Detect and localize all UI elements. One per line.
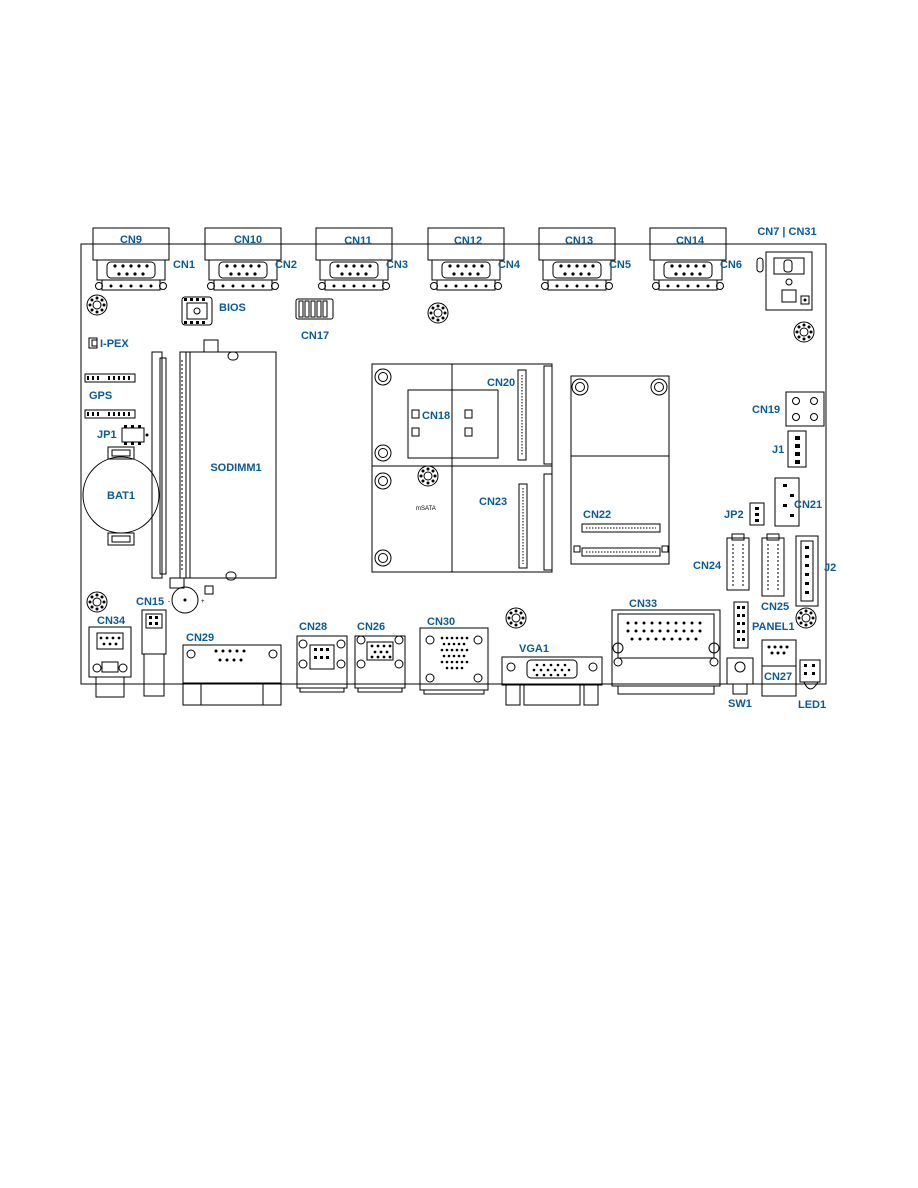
label-vga1: VGA1 [519, 643, 549, 655]
jumper-jp1: JP1 [97, 425, 149, 445]
label-msata: mSATA [416, 506, 436, 512]
gps-module: GPS [84, 373, 136, 419]
svg-text:-: - [168, 599, 170, 605]
connector-cn10-cn2: CN10 CN2 [204, 227, 297, 291]
label-cn9: CN9 [120, 234, 142, 246]
label-cn25: CN25 [761, 601, 789, 613]
label-cn30: CN30 [427, 616, 455, 628]
label-cn13: CN13 [565, 235, 593, 247]
label-cn14: CN14 [676, 235, 705, 247]
label-cn20: CN20 [487, 377, 515, 389]
label-cn19: CN19 [752, 404, 780, 416]
label-cn6: CN6 [720, 259, 742, 271]
slot-cn22: CN22 [570, 375, 670, 565]
label-bios: BIOS [219, 302, 246, 314]
mounting-hole [795, 607, 817, 629]
mounting-hole [86, 591, 108, 613]
label-cn23: CN23 [479, 496, 507, 508]
label-j2: J2 [824, 562, 836, 574]
label-sw1: SW1 [728, 698, 752, 710]
label-j1: J1 [772, 444, 784, 456]
label-jp1: JP1 [97, 429, 117, 441]
label-cn33: CN33 [629, 598, 657, 610]
connector-cn14-cn6: CN14 CN6 [649, 227, 742, 291]
label-cn11: CN11 [344, 235, 372, 247]
buzzer: - + [168, 585, 214, 614]
label-cn17: CN17 [301, 330, 329, 342]
connector-cn24: CN24 [693, 533, 750, 591]
label-cn4: CN4 [498, 259, 521, 271]
label-cn15: CN15 [136, 596, 164, 608]
connector-cn30: CN30 [419, 616, 489, 695]
mounting-hole [86, 294, 108, 316]
jumper-jp2: JP2 [724, 502, 765, 526]
connector-j1: J1 [772, 430, 807, 468]
mounting-hole [793, 321, 815, 343]
battery-bat1: BAT1 [82, 446, 160, 546]
connector-cn13-cn5: CN13 CN5 [538, 227, 631, 291]
label-led1: LED1 [798, 699, 826, 711]
switch-sw1: SW1 [726, 657, 754, 710]
label-cn21: CN21 [794, 499, 822, 511]
label-cn7-cn31: CN7 | CN31 [757, 226, 816, 238]
connector-cn34: CN34 [88, 615, 132, 698]
connector-cn33: CN33 [611, 598, 721, 695]
mounting-hole [505, 607, 527, 629]
slot-sodimm1: SODIMM1 [151, 339, 277, 589]
label-cn29: CN29 [186, 632, 214, 644]
label-cn10: CN10 [234, 234, 262, 246]
connector-cn11-cn3: CN11 CN3 [315, 227, 408, 291]
minicard-area: CN18 CN20 CN23 mSATA [371, 363, 553, 573]
led-led1: LED1 [798, 659, 826, 711]
bios-chip: BIOS [181, 296, 246, 326]
label-gps: GPS [89, 390, 112, 402]
connector-ipex: I-PEX [88, 337, 129, 350]
connector-panel1: PANEL1 [733, 601, 795, 649]
connector-cn27: CN27 [761, 639, 797, 697]
label-jp2: JP2 [724, 509, 744, 521]
label-cn3: CN3 [386, 259, 408, 271]
label-panel1: PANEL1 [752, 621, 795, 633]
connector-cn12-cn4: CN12 CN4 [427, 227, 521, 291]
label-cn34: CN34 [97, 615, 126, 627]
connector-cn28: CN28 [296, 621, 348, 693]
connector-cn19: CN19 [752, 391, 825, 427]
mounting-hole [427, 302, 449, 324]
label-cn22: CN22 [583, 509, 611, 521]
label-cn12: CN12 [454, 235, 482, 247]
label-cn5: CN5 [609, 259, 631, 271]
svg-text:+: + [201, 599, 205, 605]
connector-vga1: VGA1 [501, 643, 603, 706]
label-cn1: CN1 [173, 259, 195, 271]
mounting-hole [417, 465, 439, 487]
connector-cn25: CN25 [761, 533, 789, 613]
connector-cn17: CN17 [295, 298, 334, 342]
connector-cn15: CN15 [136, 596, 167, 697]
label-bat1: BAT1 [107, 490, 135, 502]
connector-cn29: CN29 [182, 632, 282, 706]
label-cn2: CN2 [275, 259, 297, 271]
label-cn24: CN24 [693, 560, 722, 572]
connector-cn26: CN26 [354, 621, 406, 693]
label-cn27: CN27 [764, 671, 792, 683]
connector-cn21: CN21 [774, 477, 822, 527]
label-cn26: CN26 [357, 621, 385, 633]
connector-cn7-cn31: CN7 | CN31 [756, 226, 817, 311]
label-ipex: I-PEX [100, 338, 129, 350]
label-cn28: CN28 [299, 621, 327, 633]
label-sodimm1: SODIMM1 [210, 462, 261, 474]
board-outline [80, 243, 827, 685]
label-cn18: CN18 [422, 410, 450, 422]
connector-cn9-cn1: CN9 CN1 [92, 227, 195, 291]
connector-j2: J2 [795, 535, 836, 607]
